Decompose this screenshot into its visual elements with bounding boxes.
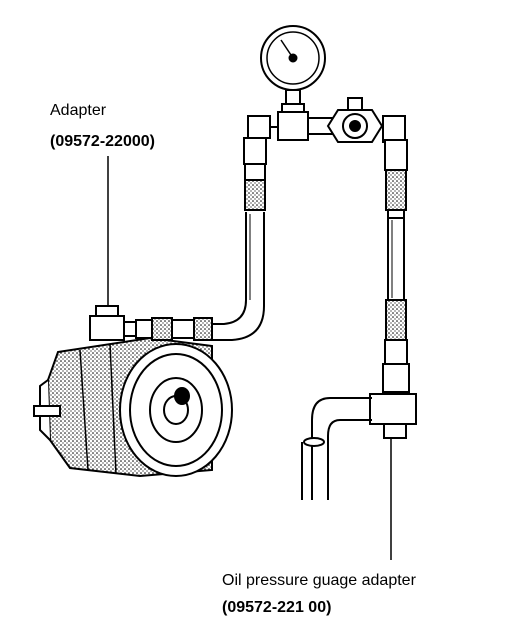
hose-right [382, 139, 410, 393]
power-steering-pump [33, 336, 233, 478]
leader-lines [107, 156, 392, 560]
gauge-adapter-label: Oil pressure guage adapter [222, 572, 416, 589]
oil-pressure-gauge-adapter [301, 393, 417, 500]
adapter-label: Adapter [50, 102, 107, 119]
hose-left [212, 137, 267, 341]
pressure-gauge [260, 25, 326, 115]
gauge-adapter-part-number: (09572-221 00) [222, 599, 332, 616]
tee-fitting [247, 111, 406, 143]
adapter-fitting [89, 305, 213, 341]
shutoff-valve [326, 97, 384, 143]
adapter-part-number: (09572-22000) [50, 133, 155, 150]
